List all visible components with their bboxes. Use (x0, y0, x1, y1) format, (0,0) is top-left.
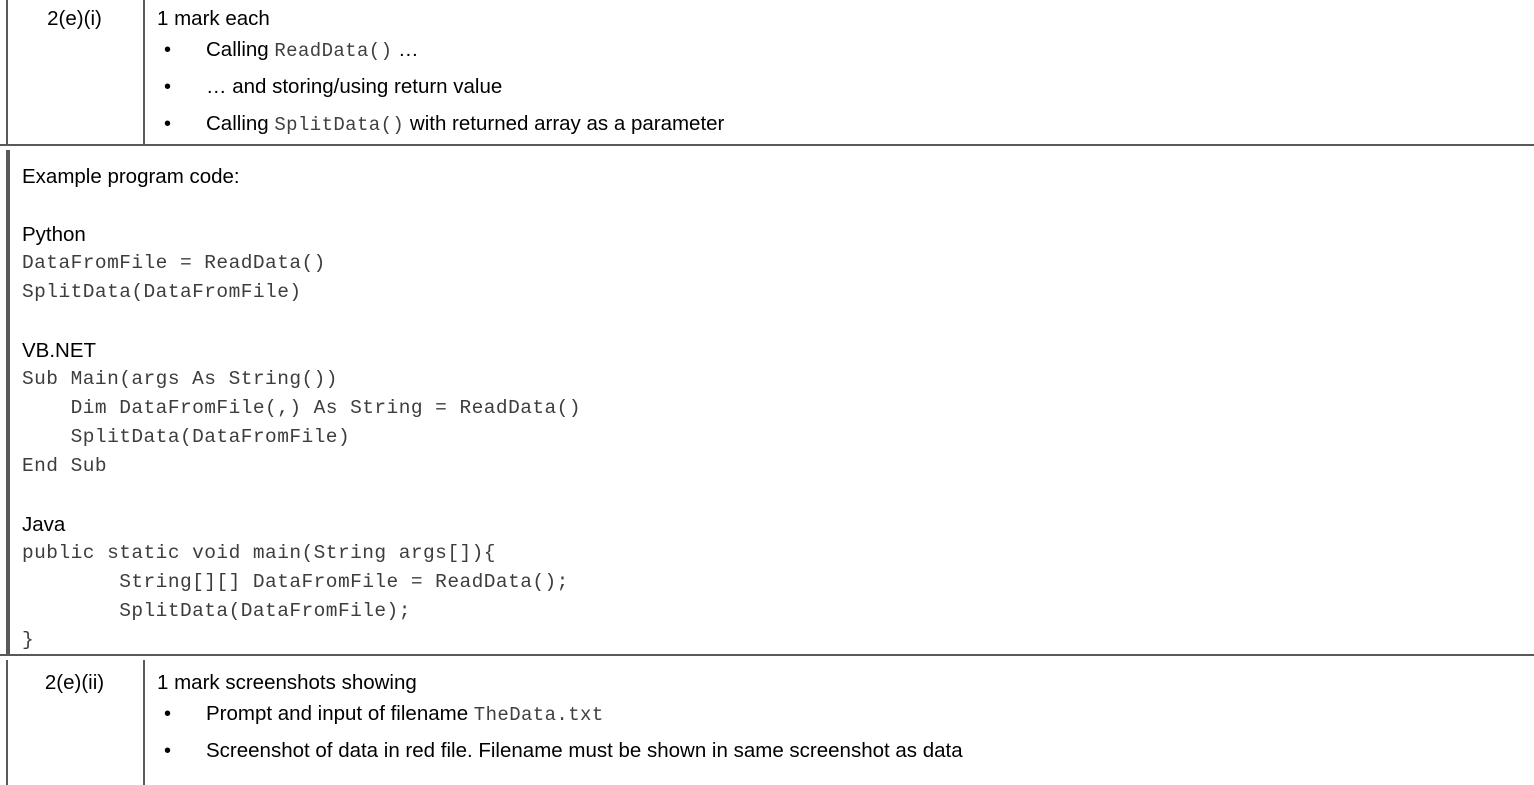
code-snippet-vbnet: Sub Main(args As String()) Dim DataFromF… (22, 368, 581, 477)
row-column-divider (143, 0, 145, 146)
mark-scheme-row-2ei: 2(e)(i) 1 mark each • Calling ReadData()… (6, 0, 1534, 146)
bullet-list-2eii: • Prompt and input of filename TheData.t… (157, 696, 1534, 770)
bullet-dot-icon: • (164, 740, 172, 762)
bullet-code-token: SplitData() (274, 114, 405, 136)
code-block-left-border (8, 150, 10, 656)
code-spacer (22, 307, 581, 336)
bullet-text-pre: Screenshot of data in red file. Filename… (206, 739, 963, 762)
bullet-text-post: … (392, 38, 419, 61)
bullet-code-token: ReadData() (274, 40, 393, 62)
row-left-border (6, 0, 8, 146)
bullet-dot-icon: • (164, 113, 172, 135)
row-content-2eii: 1 mark screenshots showing • Prompt and … (157, 670, 1534, 770)
code-snippet-python: DataFromFile = ReadData() SplitData(Data… (22, 252, 326, 303)
bullet-text-pre: Prompt and input of filename (206, 702, 474, 725)
question-label-2eii: 2(e)(ii) (44, 671, 105, 694)
horizontal-rule-middle (0, 654, 1534, 656)
bullet-text-post: with returned array as a parameter (404, 112, 725, 135)
list-item: • Calling ReadData() … (157, 32, 1534, 69)
list-item: • … and storing/using return value (157, 69, 1534, 106)
bullet-dot-icon: • (164, 703, 172, 725)
lead-text-2ei: 1 mark each (157, 7, 270, 30)
mark-scheme-row-2eii: 2(e)(ii) 1 mark screenshots showing • Pr… (6, 660, 1534, 785)
bullet-dot-icon: • (164, 76, 172, 98)
language-heading-vbnet: VB.NET (22, 339, 97, 362)
code-spacer (22, 191, 581, 220)
code-block-content: Example program code: Python DataFromFil… (22, 162, 581, 655)
list-item: • Calling SplitData() with returned arra… (157, 106, 1534, 143)
lead-text-2eii: 1 mark screenshots showing (157, 671, 417, 694)
list-item: • Prompt and input of filename TheData.t… (157, 696, 1534, 733)
row-column-divider (143, 660, 145, 785)
code-snippet-java: public static void main(String args[]){ … (22, 542, 569, 651)
language-heading-python: Python (22, 223, 86, 246)
question-label-2ei: 2(e)(i) (47, 7, 102, 30)
row-content-2ei: 1 mark each • Calling ReadData() … • … a… (157, 6, 1534, 143)
bullet-text-pre: … and storing/using return value (206, 75, 503, 98)
bullet-text-pre: Calling (206, 112, 275, 135)
bullet-list-2ei: • Calling ReadData() … • … and storing/u… (157, 32, 1534, 143)
horizontal-rule-top (0, 144, 1534, 146)
bullet-text-pre: Calling (206, 38, 275, 61)
bullet-dot-icon: • (164, 39, 172, 61)
code-spacer (22, 481, 581, 510)
code-intro-text: Example program code: (22, 165, 240, 188)
bullet-code-token: TheData.txt (473, 704, 604, 726)
example-code-block: Example program code: Python DataFromFil… (6, 150, 581, 656)
list-item: • Screenshot of data in red file. Filena… (157, 733, 1534, 770)
language-heading-java: Java (22, 513, 66, 536)
row-left-border (6, 660, 8, 785)
